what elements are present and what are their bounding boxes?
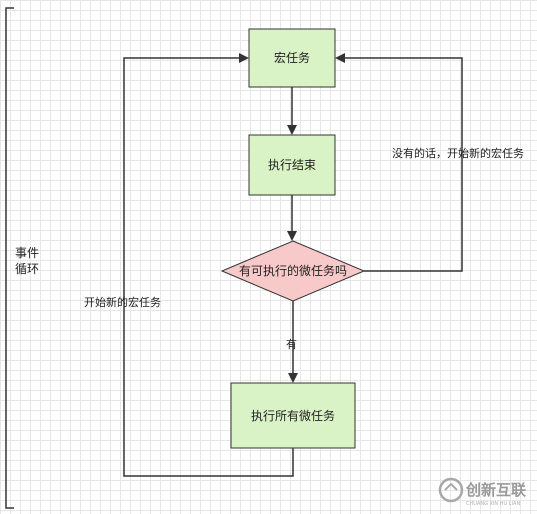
node-macrotask-label: 宏任务 [274, 50, 310, 65]
edge-decision-no-to-macrotask [335, 53, 463, 272]
watermark-subtext: CHUANG XIN HU LIAN [466, 501, 520, 507]
event-loop-bracket [5, 7, 14, 509]
watermark-text: 创新互联 [465, 481, 527, 499]
edge-no-label: 没有的话，开始新的宏任务 [392, 146, 524, 160]
node-execution-end-label: 执行结束 [268, 158, 316, 172]
node-execute-microtasks [230, 382, 356, 449]
edge-yes-label: 有 [286, 337, 297, 351]
watermark-logo-icon [438, 477, 464, 503]
node-execute-microtasks-label: 执行所有微任务 [251, 408, 335, 423]
edge-micro-loop-to-macrotask [123, 53, 294, 477]
edge-loop-label: 开始新的宏任务 [84, 295, 161, 309]
watermark-logo: 创新互联 CHUANG XIN HU LIAN [438, 477, 527, 507]
node-execution-end [248, 134, 336, 196]
watermark-logo-swoosh [444, 482, 458, 491]
event-loop-label-line1: 事件 [15, 246, 39, 260]
node-macrotask [248, 28, 336, 88]
event-loop-label-line2: 循环 [15, 262, 39, 276]
node-microtask-decision-label: 有可执行的微任务吗 [239, 263, 347, 278]
